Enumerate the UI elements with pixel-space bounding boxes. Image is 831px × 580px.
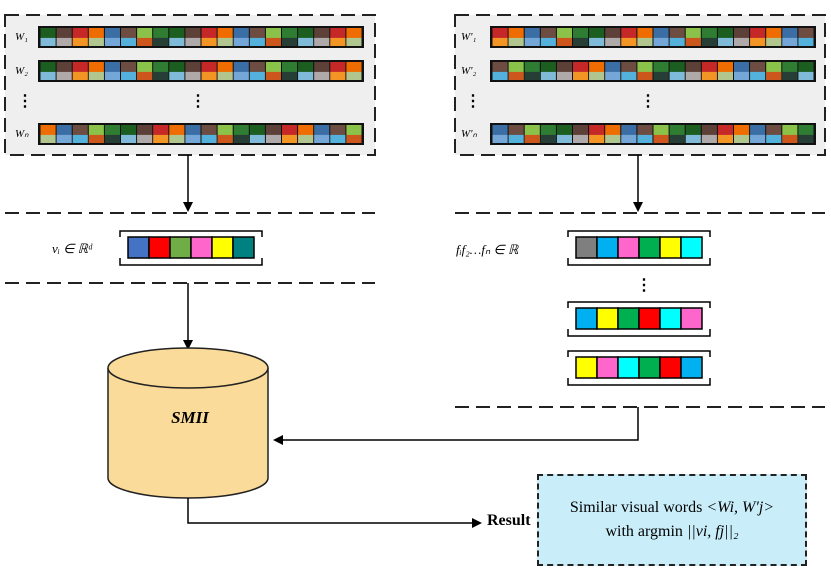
right-row-label-n: W'ₙ <box>461 128 478 140</box>
right-vector-row-1-bracket-bottom <box>567 258 711 266</box>
right-panel-vdots: ⋮ <box>640 93 656 110</box>
right-vector-row-3-cell-6 <box>680 356 703 379</box>
arrow-database-to-result <box>187 498 482 528</box>
left-strip-n <box>38 123 364 145</box>
arrow-right-to-database <box>273 407 639 445</box>
right-row-label-2: W'₂ <box>461 65 477 77</box>
right-vector-row-1-cell-1 <box>575 236 598 259</box>
right-vector-row-2-cell-4 <box>638 307 661 330</box>
right-vector-row-2 <box>567 301 711 337</box>
left-vector <box>127 236 255 259</box>
result-line-2-prefix: with argmin <box>605 523 687 540</box>
right-vector-row-1-cell-3 <box>617 236 640 259</box>
right-strip-1 <box>490 26 816 48</box>
left-row-label-1: W₁ <box>15 31 28 43</box>
left-row-label-n: Wₙ <box>15 128 29 140</box>
right-vector-row-1-cell-5 <box>659 236 682 259</box>
right-vector-row-3-cell-5 <box>659 356 682 379</box>
left-vector-label: vᵢ ∈ ℝᵈ <box>52 241 93 256</box>
left-image-panel: W₁ W₂ ⋮ ⋮ Wₙ <box>4 14 376 156</box>
result-line-1: Similar visual words <Wi, W′j> <box>570 496 774 520</box>
right-vector-row-2-cell-1 <box>575 307 598 330</box>
right-vector-row-2-bracket-bottom <box>567 329 711 337</box>
right-vector-row-3-bracket-bottom <box>567 378 711 386</box>
right-vectors <box>567 230 711 386</box>
right-vector-row-1-bracket-top <box>567 230 711 237</box>
right-vector-row-1 <box>567 230 711 266</box>
left-vector-bracket <box>119 230 263 266</box>
right-vector-row-1-cell-6 <box>680 236 703 259</box>
left-vector-cell-6 <box>232 236 255 259</box>
right-vector-row-1-cell-4 <box>638 236 661 259</box>
right-vector-row-3-cell-2 <box>596 356 619 379</box>
result-line-1-prefix: Similar visual words <box>569 499 707 516</box>
right-vectors-vdots: ⋮ <box>636 277 652 294</box>
right-vector-row-2-cell-5 <box>659 307 682 330</box>
right-vector-row-3-cell-3 <box>617 356 640 379</box>
database-label: SMII <box>171 408 209 427</box>
right-vector-row-2-cell-6 <box>680 307 703 330</box>
left-vector-cell-1 <box>127 236 150 259</box>
smii-database <box>107 347 269 499</box>
right-vector-row-3-bracket-top <box>567 350 711 357</box>
left-vector-cell-4 <box>190 236 213 259</box>
right-vectors-label: fᵢf₂…fₙ ∈ ℝ <box>456 242 519 257</box>
right-strip-2 <box>490 60 816 82</box>
result-line-2-expr: ||vi, fj||₂ <box>686 523 739 540</box>
right-vector-row-3-cell-4 <box>638 356 661 379</box>
right-image-panel: W'₁ W'₂ ⋮ ⋮ W'ₙ <box>454 14 826 156</box>
right-vector-row-2-bracket-top <box>567 301 711 308</box>
right-vector-row-2-cell-2 <box>596 307 619 330</box>
left-row-label-2: W₂ <box>15 65 28 77</box>
left-vector-cell-3 <box>169 236 192 259</box>
result-line-1-expr: <Wi, W′j> <box>706 499 775 516</box>
result-box: Similar visual words <Wi, W′j> with argm… <box>537 474 807 566</box>
right-vector-row-2-cell-3 <box>617 307 640 330</box>
right-vector-row-3 <box>567 350 711 386</box>
right-row-label-dots: ⋮ <box>465 93 481 110</box>
left-row-label-dots: ⋮ <box>17 93 33 110</box>
left-strip-2 <box>38 60 364 82</box>
right-row-label-1: W'₁ <box>461 31 477 43</box>
left-strip-1 <box>38 26 364 48</box>
result-label: Result <box>487 512 531 529</box>
right-vector-row-1-cell-2 <box>596 236 619 259</box>
left-panel-vdots: ⋮ <box>190 93 206 110</box>
left-vector-cell-2 <box>148 236 171 259</box>
right-strip-n <box>490 123 816 145</box>
result-line-2: with argmin ||vi, fj||₂ <box>605 520 738 544</box>
right-vector-row-3-cell-1 <box>575 356 598 379</box>
left-vector-cell-5 <box>211 236 234 259</box>
